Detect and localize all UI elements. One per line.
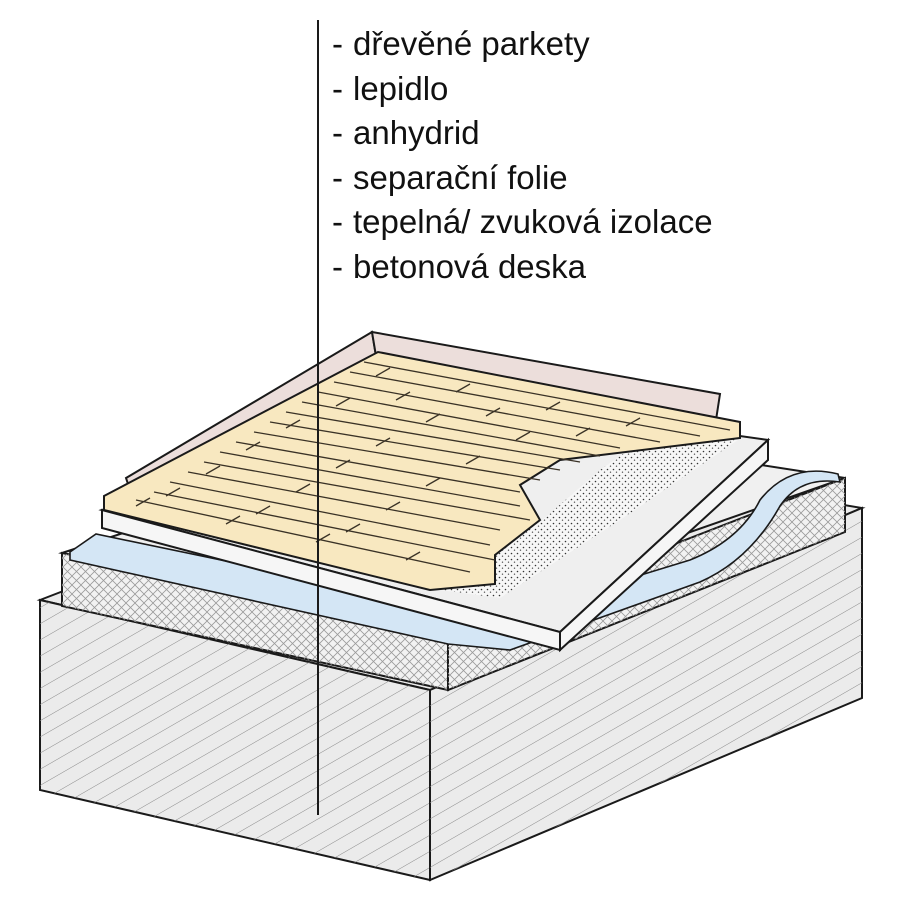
legend-label-insulation: tepelná/ zvuková izolace	[353, 203, 713, 241]
parquet-plank-end	[425, 413, 441, 423]
legend-item: -anhydrid	[332, 114, 480, 152]
adhesive-layer	[440, 428, 738, 598]
parquet-row-joint	[169, 481, 491, 546]
parquet-row-joint	[135, 499, 471, 573]
parquet-plank-end	[485, 407, 501, 417]
parquet-row-joint	[333, 381, 661, 443]
legend-label-concrete-slab: betonová deska	[353, 247, 587, 285]
legend-label-anhydrite: anhydrid	[353, 114, 480, 152]
legend-label-adhesive: lepidlo	[353, 69, 449, 107]
parquet-plank-end	[465, 455, 481, 465]
parquet-plank-end	[395, 391, 411, 401]
legend-label-separation-foil: separační folie	[353, 158, 568, 196]
legend-item: -betonová deska	[332, 247, 587, 285]
parquet-plank-end	[165, 487, 181, 497]
parquet-row-joint	[187, 471, 501, 531]
parquet-row-joint	[349, 371, 701, 437]
parquet-plank-end	[135, 497, 151, 507]
legend-item: -separační folie	[332, 158, 568, 196]
parquet-plank-end	[575, 427, 591, 437]
parquet-plank-end	[255, 505, 271, 515]
parquet-plank-end	[625, 417, 641, 427]
parquet-plank-end	[205, 465, 221, 475]
parquet-plank-end	[335, 459, 351, 469]
parquet-row-joint	[235, 441, 521, 493]
parquet-plank-end	[345, 523, 361, 533]
parquet-row-joint	[203, 461, 531, 521]
parquet-row-joint	[253, 431, 541, 481]
parquet-plank-end	[385, 501, 401, 511]
parquet-plank-end	[545, 401, 561, 411]
parquet-plank-end	[375, 437, 391, 447]
parquet-plank-end	[335, 397, 351, 407]
parquet-plank-end	[225, 515, 241, 525]
parquet-row-joint	[301, 401, 601, 457]
parquet-plank-end	[285, 419, 301, 429]
layer-legend: -dřevěné parkety -lepidlo -anhydrid -sep…	[332, 22, 713, 290]
parquet-plank-end	[515, 431, 531, 441]
legend-item: -tepelná/ zvuková izolace	[332, 203, 713, 241]
parquet-row-joint	[363, 361, 731, 431]
parquet-row-joint	[285, 411, 581, 463]
parquet-plank-end	[245, 441, 261, 451]
parquet-row-joint	[153, 491, 496, 561]
parquet-row-joint	[219, 451, 521, 507]
parquet-plank-end	[375, 367, 391, 377]
screed-right	[559, 437, 769, 653]
legend-label-parquet: dřevěné parkety	[353, 25, 590, 62]
parquet-plank-end	[295, 483, 311, 493]
parquet-field	[103, 350, 741, 592]
legend-item: -dřevěné parkety	[332, 25, 590, 62]
parquet-plank-end	[425, 477, 441, 487]
parquet-plank-end	[455, 383, 471, 393]
parquet-row-joint	[317, 391, 621, 449]
legend-item: -lepidlo	[332, 69, 449, 107]
parquet-plank-end	[405, 551, 421, 561]
